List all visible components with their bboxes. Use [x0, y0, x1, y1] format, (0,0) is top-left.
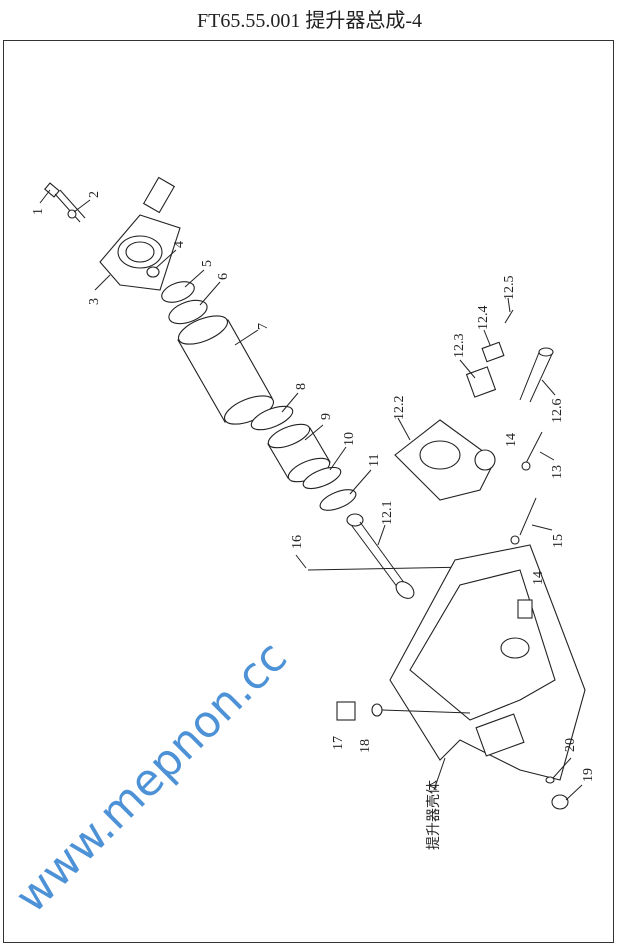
callout: 3: [87, 298, 102, 305]
ring-5: [161, 281, 195, 303]
cover-flange: [99, 176, 181, 291]
lift-arm-12-2: [394, 419, 496, 501]
callout: 8: [294, 383, 309, 390]
pin-12-6: [519, 347, 554, 403]
washer-18: [371, 703, 383, 717]
callout: 19: [581, 768, 596, 782]
plate-12-4: [481, 341, 505, 363]
callout: 12.5: [502, 276, 517, 301]
lift-housing: [389, 544, 586, 781]
callout: 14: [531, 571, 546, 585]
plug-17: [336, 701, 356, 721]
pin-16-line: [307, 566, 471, 571]
callout: 1: [31, 208, 46, 215]
bolt-15: [519, 497, 537, 536]
housing-label: 提升器壳体: [425, 780, 442, 850]
callout: 13: [550, 465, 565, 479]
callout: 4: [172, 241, 187, 248]
drawing-frame: [3, 40, 614, 943]
callout: 16: [290, 535, 305, 549]
plug-19: [551, 794, 569, 810]
cylinder-7: [177, 315, 275, 425]
piston-rod-12-1: [346, 513, 415, 599]
callout: 5: [200, 260, 215, 267]
watermark: www.mepnon.cc: [6, 632, 297, 923]
washer-14b: [510, 535, 520, 545]
callout: 18: [358, 739, 373, 753]
callout: 9: [319, 413, 334, 420]
bolt-13: [524, 431, 543, 466]
washer-20: [545, 776, 555, 784]
ring-10: [302, 466, 342, 490]
leader-lines: [39, 189, 583, 801]
ring-11: [319, 489, 357, 511]
callout: 12.6: [550, 399, 565, 424]
callout: 12.2: [392, 396, 407, 421]
callout: 17: [331, 736, 346, 750]
plate-12-3: [465, 366, 497, 398]
callout: 7: [256, 323, 271, 330]
callout: 11: [367, 454, 382, 467]
callout: 2: [87, 191, 102, 198]
callout: 12.4: [476, 306, 491, 331]
callout: 10: [342, 432, 357, 446]
oring-4: [146, 266, 160, 278]
callout: 20: [563, 738, 578, 752]
piston-9: [267, 423, 331, 483]
callout: 12.1: [380, 501, 395, 526]
screw-12-5: [504, 309, 514, 324]
callout: 15: [551, 534, 566, 548]
callout-labels: 1 2 3 4 5 6 7 8 9 10 11 12.1 12.2 12.3 1…: [31, 191, 596, 850]
drawing-title: FT65.55.001 提升器总成-4: [197, 10, 422, 32]
callout: 12.3: [452, 334, 467, 359]
ring-6: [168, 299, 208, 325]
bolt-1: [44, 182, 86, 223]
callout: 14: [504, 433, 519, 447]
callout: 6: [216, 273, 231, 280]
washer-14a: [521, 461, 531, 471]
